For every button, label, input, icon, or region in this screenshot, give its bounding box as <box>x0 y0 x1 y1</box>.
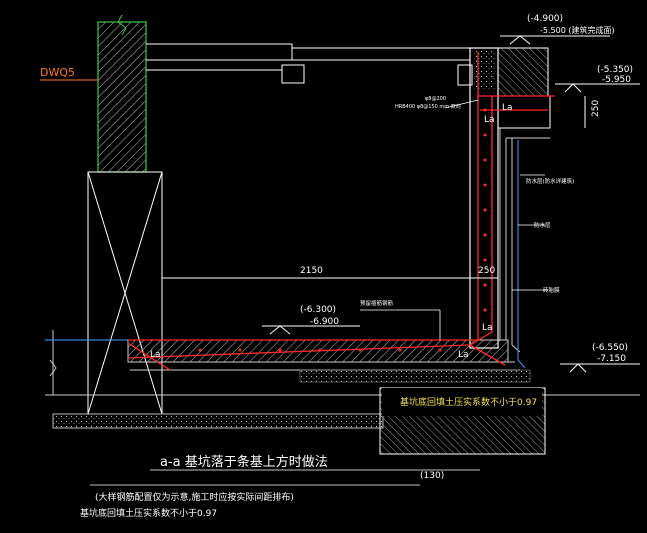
note-pre-rebar: 预留插筋钢筋 <box>360 299 394 307</box>
floor-slab <box>45 339 640 396</box>
note-rebar-a: φ8@200 <box>425 96 446 102</box>
la-5: La <box>458 350 469 360</box>
leader-lines <box>90 99 548 486</box>
dimensions <box>161 96 586 282</box>
note-waterproof: 防水层 <box>534 221 551 229</box>
dim-2150: 2150 <box>300 266 323 276</box>
wall-tag: DWQ5 <box>40 66 75 79</box>
drawing-scale: (130) <box>420 471 444 481</box>
la-2: La <box>502 103 513 113</box>
waterproof-layers <box>499 128 550 369</box>
dim-250-horiz: 250 <box>478 266 495 276</box>
break-mark <box>49 359 57 377</box>
dim-250-vert: 250 <box>591 100 601 117</box>
foundation <box>52 387 546 455</box>
footnote-2: 基坑底回填土压实系数不小于0.97 <box>80 507 217 519</box>
elev-bottom-sub: -7.150 <box>597 354 626 364</box>
drawing-title: a-a 基坑落于条基上方时做法 <box>160 454 328 470</box>
note-waterproof-protect: 防水层(防水详建筑) <box>526 177 574 185</box>
left-pier <box>87 171 163 415</box>
rebar-dots <box>198 108 487 352</box>
note-rebar-b: HRB400 φ8@150 mm 双向 <box>395 103 461 110</box>
elev-top: (-4.900) <box>527 14 563 24</box>
la-4: La <box>150 350 161 360</box>
rebar <box>127 52 555 371</box>
la-3: La <box>482 323 493 333</box>
top-beam <box>146 43 473 86</box>
elevation-markers <box>262 35 640 373</box>
left-wall <box>97 14 147 173</box>
la-1: La <box>484 115 495 125</box>
elev-top-sub: -5.500 (建筑完成面) <box>540 25 615 35</box>
note-backfill: 基坑底回填土压实系数不小于0.97 <box>400 396 537 408</box>
note-brick: 砖胎膜 <box>543 286 560 294</box>
elev-mid: (-5.350) <box>597 65 633 75</box>
elev-bottom: (-6.550) <box>592 343 628 353</box>
elev-floor-sub: -6.900 <box>310 317 339 327</box>
elev-mid-sub: -5.950 <box>602 75 631 85</box>
elev-floor: (-6.300) <box>300 305 336 315</box>
footnote-1: (大样钢筋配置仅为示意,施工时应按实际间距排布) <box>95 491 294 503</box>
